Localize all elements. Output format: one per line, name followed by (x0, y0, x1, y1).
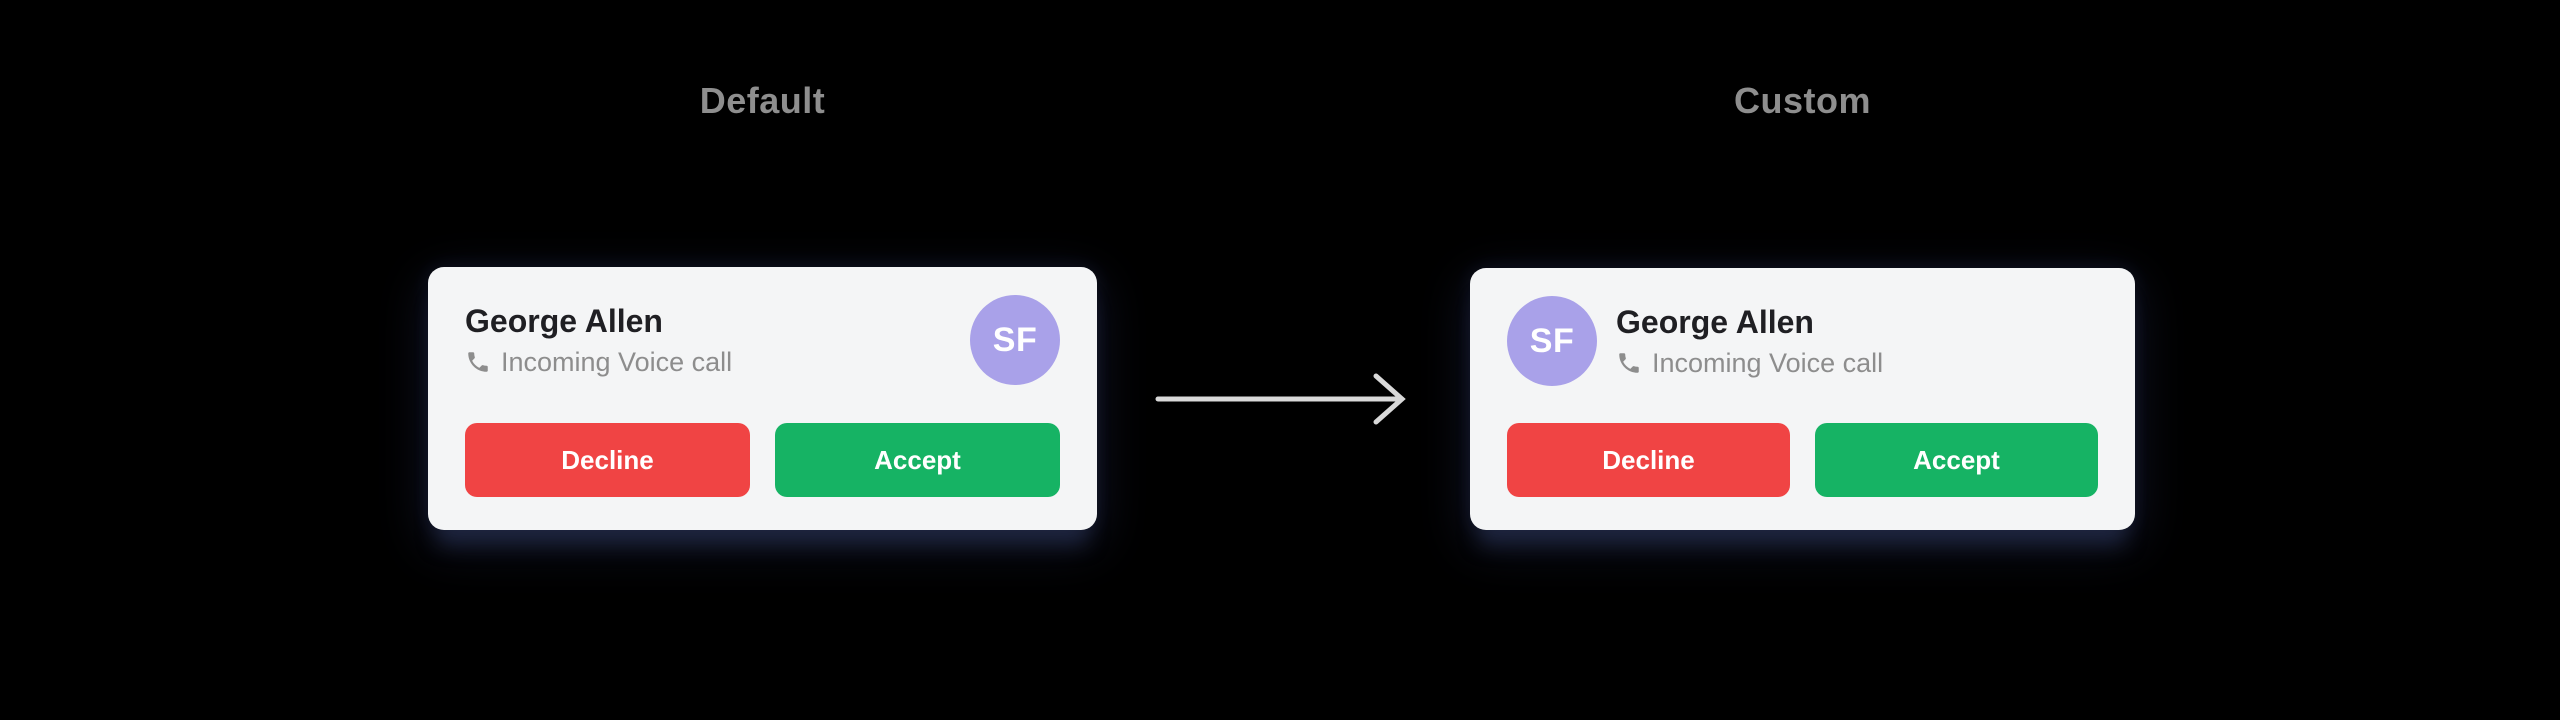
call-actions: Decline Accept (465, 423, 1060, 497)
caller-block: George Allen Incoming Voice call (1616, 303, 1883, 380)
accept-button[interactable]: Accept (775, 423, 1060, 497)
avatar-initials: SF (1529, 321, 1575, 360)
call-actions: Decline Accept (1507, 423, 2098, 497)
call-status: Incoming Voice call (1616, 347, 1883, 379)
card-header: George Allen Incoming Voice call SF (465, 295, 1060, 385)
call-status-text: Incoming Voice call (1652, 348, 1884, 378)
call-status-text: Incoming Voice call (501, 347, 733, 377)
arrow-right-icon (1155, 373, 1406, 425)
phone-icon (1616, 350, 1642, 376)
decline-button[interactable]: Decline (465, 423, 750, 497)
accept-button[interactable]: Accept (1815, 423, 2098, 497)
card-header: SF George Allen Incoming Voice call (1507, 296, 2098, 386)
caller-name: George Allen (465, 302, 663, 339)
phone-icon (465, 349, 491, 375)
avatar: SF (970, 295, 1060, 385)
avatar-initials: SF (992, 320, 1038, 359)
caller-block: George Allen Incoming Voice call (465, 302, 732, 379)
decline-button[interactable]: Decline (1507, 423, 1790, 497)
call-status: Incoming Voice call (465, 346, 732, 378)
incoming-call-card-custom: SF George Allen Incoming Voice call Decl… (1470, 268, 2135, 530)
avatar: SF (1507, 296, 1597, 386)
variant-label-default: Default (699, 80, 826, 121)
incoming-call-card-default: George Allen Incoming Voice call SF Decl… (428, 267, 1097, 530)
caller-name: George Allen (1616, 303, 1814, 340)
variant-label-custom: Custom (1734, 80, 1871, 121)
